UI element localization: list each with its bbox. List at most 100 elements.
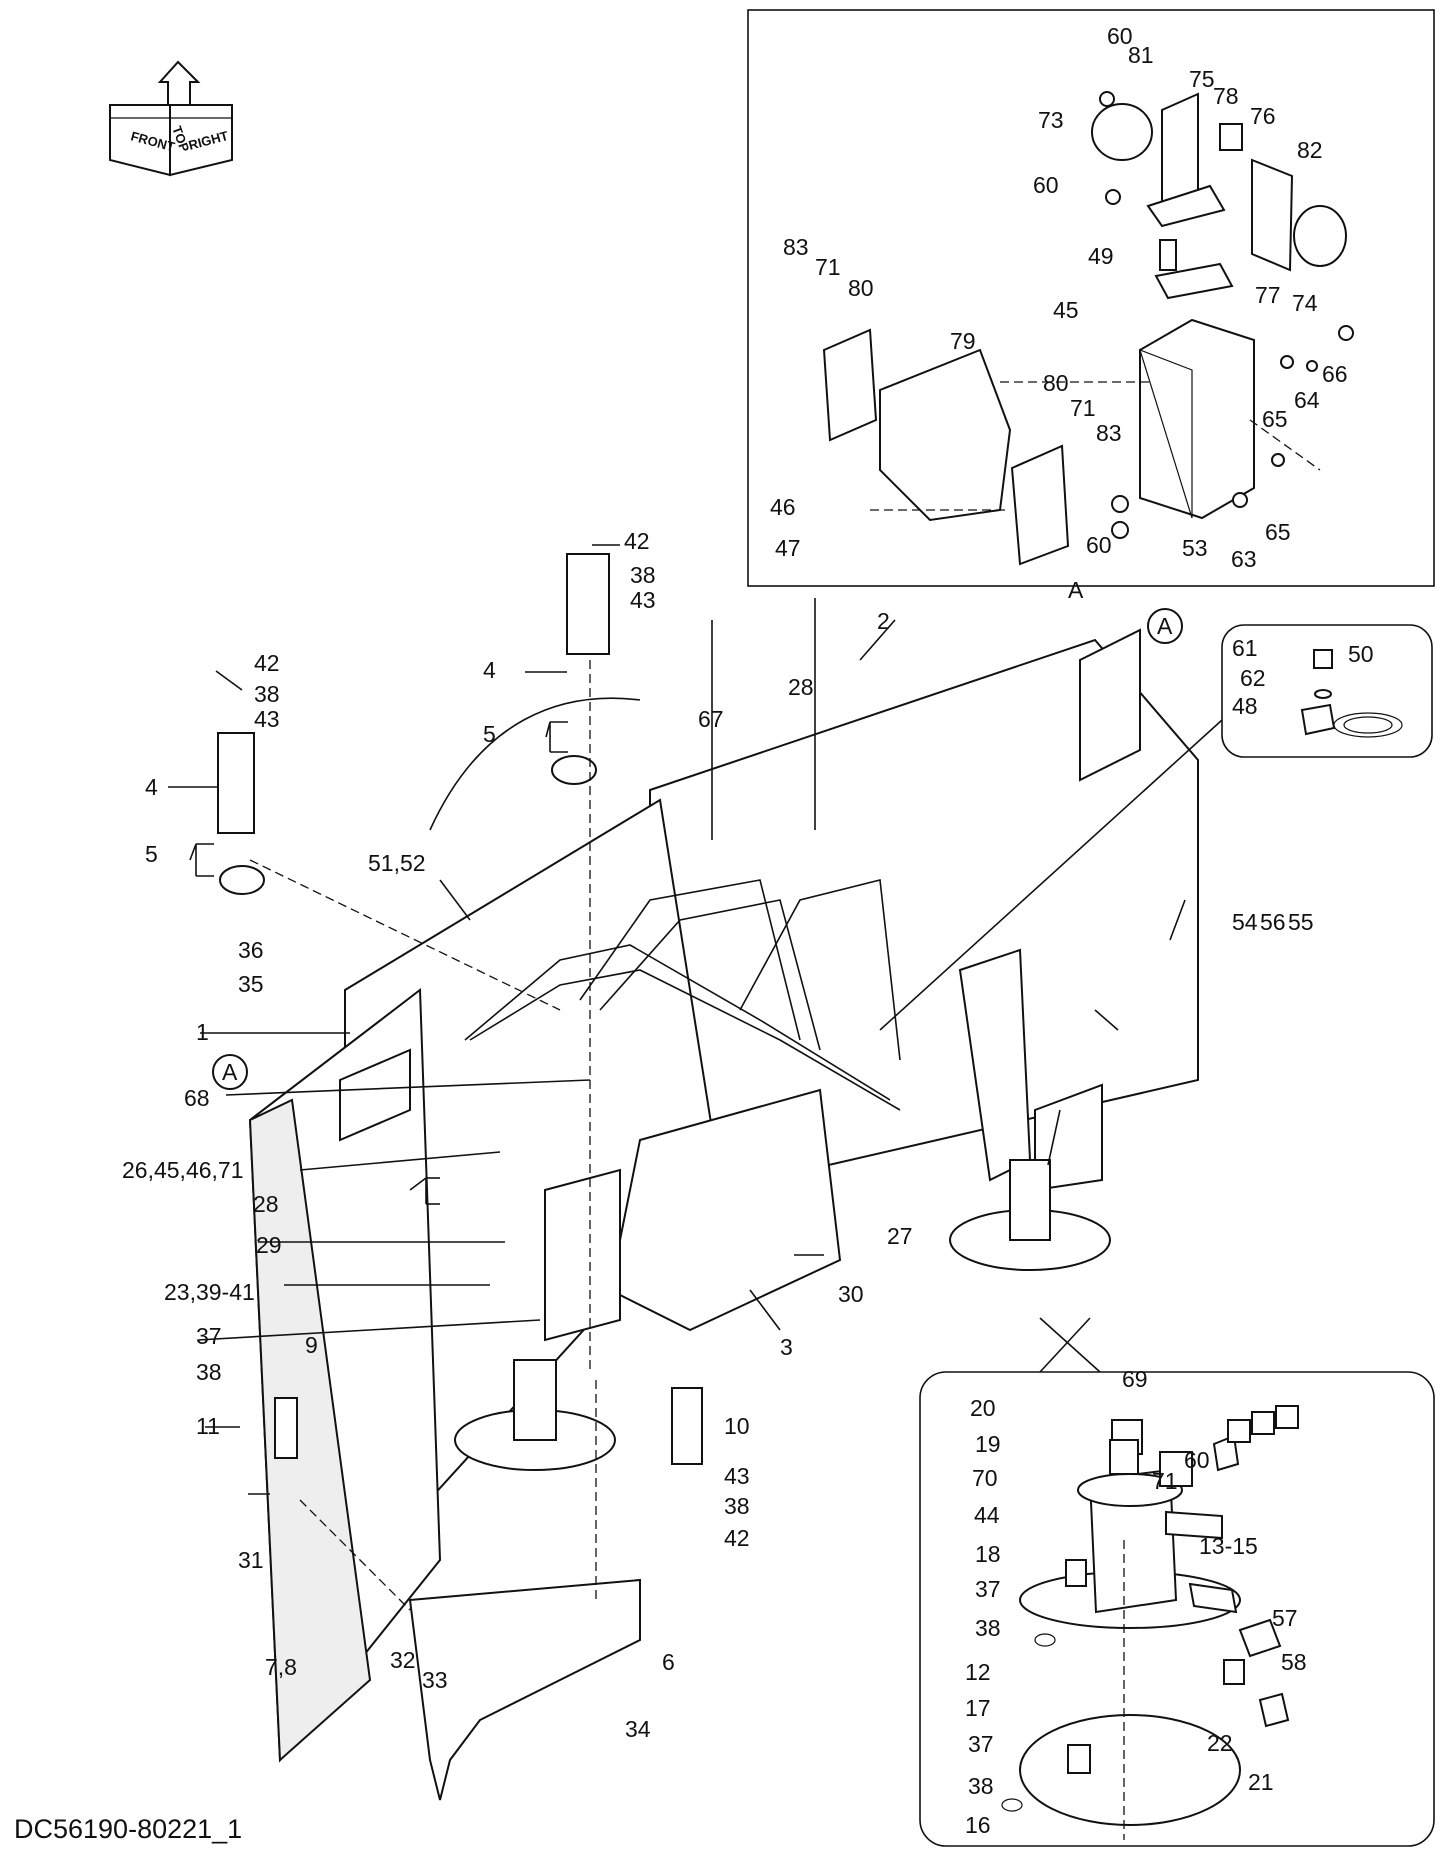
callout-c38b: 38 xyxy=(254,681,280,707)
callout-c71b: 71 xyxy=(1070,395,1096,421)
callout-c73: 73 xyxy=(1038,107,1064,133)
callout-c20: 20 xyxy=(970,1395,996,1421)
callout-c56: 56 xyxy=(1260,909,1286,935)
callout-c1315: 13-15 xyxy=(1199,1533,1258,1559)
callout-c81: 81 xyxy=(1128,42,1154,68)
callout-c21: 21 xyxy=(1248,1769,1274,1795)
drawing-code: DC56190-80221_1 xyxy=(14,1814,242,1844)
callout-c76: 76 xyxy=(1250,103,1276,129)
callout-c29: 29 xyxy=(256,1232,282,1258)
callout-c26: 26,45,46,71 xyxy=(122,1157,244,1183)
callout-c4b: 4 xyxy=(145,774,158,800)
callout-c80b: 80 xyxy=(1043,370,1069,396)
callout-c66: 66 xyxy=(1322,361,1348,387)
callout-c77: 77 xyxy=(1255,282,1281,308)
callout-c17: 17 xyxy=(965,1695,991,1721)
callout-c42a: 42 xyxy=(624,528,650,554)
callout-c45a: 45 xyxy=(1053,297,1079,323)
callout-c37a: 37 xyxy=(196,1323,222,1349)
callout-c46a: 46 xyxy=(770,494,796,520)
callout-c60b: 60 xyxy=(1033,172,1059,198)
callout-c37c: 37 xyxy=(968,1731,994,1757)
callout-c31: 31 xyxy=(238,1547,264,1573)
callout-c38c: 38 xyxy=(196,1359,222,1385)
callout-c28b: 28 xyxy=(253,1191,279,1217)
callout-c28a: 28 xyxy=(788,674,814,700)
detail-a-box: A xyxy=(747,9,1435,603)
callout-c43b: 43 xyxy=(254,706,280,732)
callout-c43a: 43 xyxy=(630,587,656,613)
callout-c30: 30 xyxy=(838,1281,864,1307)
callout-c19: 19 xyxy=(975,1431,1001,1457)
callout-c70: 70 xyxy=(972,1465,998,1491)
callout-c78: 78 xyxy=(1213,83,1239,109)
callout-c80a: 80 xyxy=(848,275,874,301)
callout-c38e: 38 xyxy=(975,1615,1001,1641)
callout-c37b: 37 xyxy=(975,1576,1001,1602)
callout-c60a: 60 xyxy=(1107,23,1133,49)
detail-a-marker: A xyxy=(212,1054,248,1090)
callout-c58: 58 xyxy=(1281,1649,1307,1675)
blade-assembly xyxy=(217,553,1199,1801)
callout-c65a: 65 xyxy=(1262,406,1288,432)
inset-clamp-detail xyxy=(879,624,1433,1031)
callout-c69: 69 xyxy=(1122,1366,1148,1392)
callout-c5a: 5 xyxy=(483,721,496,747)
callout-c18: 18 xyxy=(975,1541,1001,1567)
callout-c50: 50 xyxy=(1348,641,1374,667)
callout-c74: 74 xyxy=(1292,290,1318,316)
callout-c47: 47 xyxy=(775,535,801,561)
callout-c62: 62 xyxy=(1240,665,1266,691)
callout-labels: 6081757876738260837180497745796664658071… xyxy=(122,23,1374,1838)
callout-c48: 48 xyxy=(1232,693,1258,719)
callout-c63: 63 xyxy=(1231,546,1257,572)
callout-c55: 55 xyxy=(1288,909,1314,935)
callout-c22: 22 xyxy=(1207,1730,1233,1756)
callout-c38d: 38 xyxy=(724,1493,750,1519)
callout-c75: 75 xyxy=(1189,66,1215,92)
callout-c10: 10 xyxy=(724,1413,750,1439)
callout-c33: 33 xyxy=(422,1667,448,1693)
callout-c42c: 42 xyxy=(724,1525,750,1551)
callout-c83b: 83 xyxy=(1096,420,1122,446)
callout-c2: 2 xyxy=(877,608,890,634)
callout-c38f: 38 xyxy=(968,1773,994,1799)
callout-c49: 49 xyxy=(1088,243,1114,269)
detail-a-label: A xyxy=(1068,577,1084,603)
callout-c54: 54 xyxy=(1232,909,1258,935)
callout-c12: 12 xyxy=(965,1659,991,1685)
callout-c34: 34 xyxy=(625,1716,651,1742)
callout-c36: 36 xyxy=(238,937,264,963)
callout-c1: 1 xyxy=(196,1019,209,1045)
callout-c68: 68 xyxy=(184,1085,210,1111)
callout-c82: 82 xyxy=(1297,137,1323,163)
callout-c43c: 43 xyxy=(724,1463,750,1489)
callout-c78b: 7,8 xyxy=(265,1654,297,1680)
callout-c23: 23,39-41 xyxy=(164,1279,255,1305)
callout-c53: 53 xyxy=(1182,535,1208,561)
callout-c5152: 51,52 xyxy=(368,850,426,876)
callout-c60c: 60 xyxy=(1086,532,1112,558)
detail-a-marker-label: A xyxy=(1157,613,1173,639)
callout-c79: 79 xyxy=(950,328,976,354)
leader-lines xyxy=(168,544,1186,1495)
callout-c35: 35 xyxy=(238,971,264,997)
callout-c71c: 71 xyxy=(1152,1468,1178,1494)
callout-c16: 16 xyxy=(965,1812,991,1838)
orientation-cube-icon: FRONT TOP RIGHT xyxy=(109,60,233,177)
callout-c38a: 38 xyxy=(630,562,656,588)
callout-c27: 27 xyxy=(887,1223,913,1249)
pivot-detail-box xyxy=(919,1317,1435,1847)
callout-c44: 44 xyxy=(974,1502,1000,1528)
detail-a-marker: A xyxy=(1147,608,1183,644)
detail-a-marker-label: A xyxy=(222,1059,238,1085)
callout-c60d: 60 xyxy=(1184,1447,1210,1473)
callout-c71a: 71 xyxy=(815,254,841,280)
callout-c67: 67 xyxy=(698,706,724,732)
callout-c83a: 83 xyxy=(783,234,809,260)
callout-c57: 57 xyxy=(1272,1605,1298,1631)
callout-c5b: 5 xyxy=(145,841,158,867)
callout-c4a: 4 xyxy=(483,657,496,683)
callout-c6: 6 xyxy=(662,1649,675,1675)
callout-c65b: 65 xyxy=(1265,519,1291,545)
